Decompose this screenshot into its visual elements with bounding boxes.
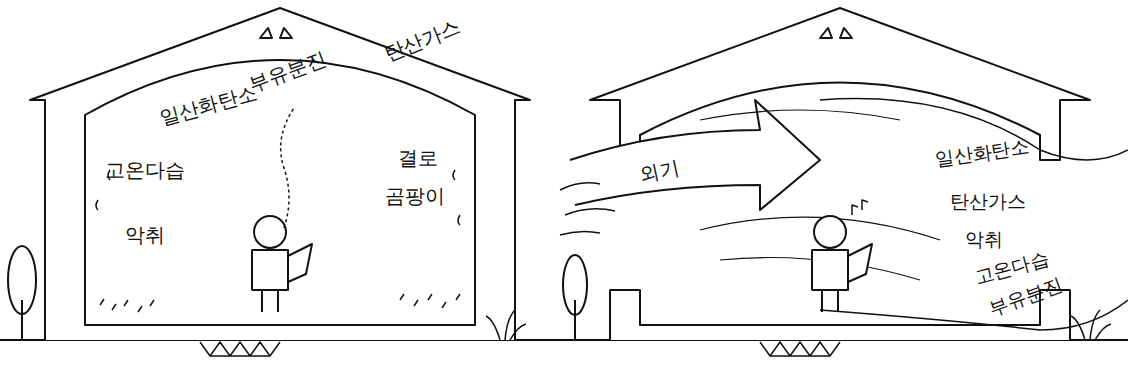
pollutant-label: 탄산가스 (950, 192, 1026, 211)
pollutant-label: 고온다습 (105, 160, 185, 180)
pollutant-label: 곰팡이 (385, 186, 445, 206)
pollutant-label: 악취 (125, 225, 165, 245)
pollutant-label: 탄산가스 (381, 16, 463, 65)
pollutant-label: 일산화탄소 (934, 137, 1031, 169)
pollutant-label: 악취 (965, 230, 1003, 249)
pollutant-label: 결로 (398, 148, 438, 168)
